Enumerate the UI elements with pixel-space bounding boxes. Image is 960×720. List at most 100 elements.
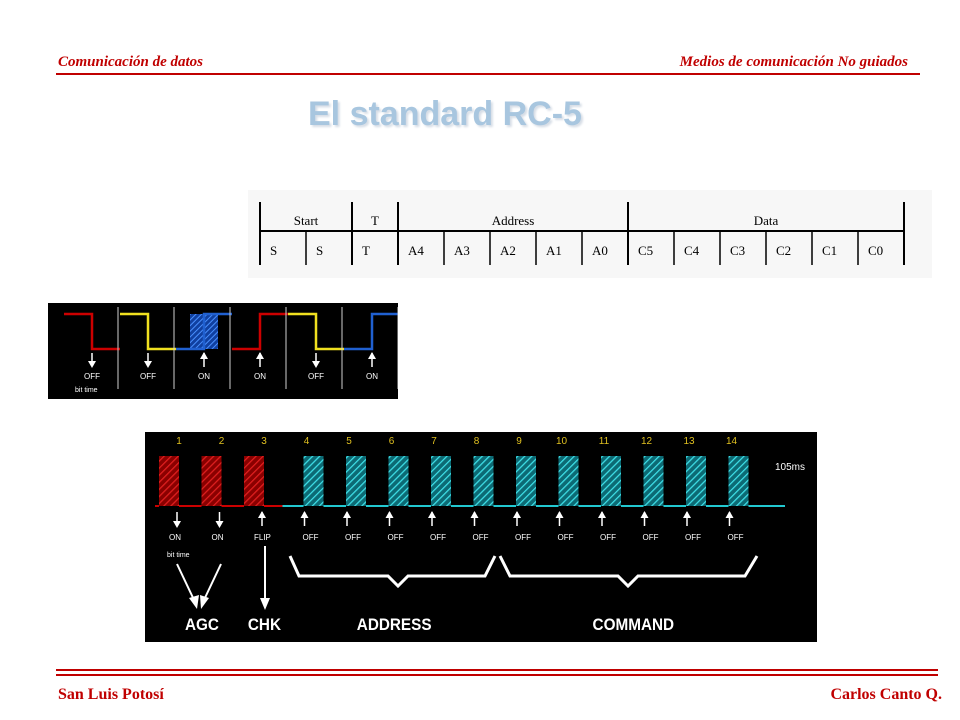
- waveform-bit-label: OFF: [515, 533, 531, 542]
- waveform-arrow-up: [470, 511, 479, 518]
- waveform-arrow-up: [513, 511, 521, 518]
- manchester-bit-time-label: bit time: [75, 387, 98, 394]
- slide-title: El standard RC-5: [308, 95, 582, 133]
- manchester-bit-label: OFF: [140, 372, 156, 381]
- waveform-burst: [201, 456, 222, 506]
- waveform-arrow-down: [215, 521, 224, 528]
- table-bit-cell: C5: [638, 243, 653, 258]
- agc-arrow-head: [200, 595, 209, 609]
- waveform-burst: [558, 456, 579, 506]
- waveform-bit-label: OFF: [473, 533, 489, 542]
- footer-rule-1: [56, 669, 938, 671]
- chk-arrow-head: [260, 598, 270, 610]
- waveform-burst: [686, 456, 706, 506]
- waveform-arrow-down: [173, 521, 181, 528]
- waveform-arrow-up: [725, 511, 734, 518]
- waveform-bit-number: 11: [599, 436, 610, 447]
- waveform-arrow-up: [343, 511, 351, 518]
- waveform-arrow-up: [640, 511, 649, 518]
- manchester-bit-wave: [232, 312, 288, 351]
- agc-arrow-line: [202, 563, 222, 603]
- waveform-arrow-up: [598, 511, 606, 518]
- waveform-burst: [346, 456, 366, 506]
- waveform-bit-number: 10: [556, 436, 568, 447]
- table-bit-cell: C3: [730, 243, 745, 258]
- waveform-bit-number: 3: [261, 436, 267, 447]
- waveform-bit-number: 14: [726, 436, 738, 447]
- manchester-arrow-up: [256, 352, 264, 359]
- waveform-bit-label: FLIP: [254, 533, 271, 542]
- waveform-bit-number: 13: [683, 436, 695, 447]
- waveform-bit-label: OFF: [430, 533, 446, 542]
- waveform-burst: [601, 456, 621, 506]
- header-rule: [56, 73, 920, 75]
- footer-right: Carlos Canto Q.: [830, 686, 942, 703]
- waveform-bit-number: 7: [431, 436, 437, 447]
- waveform-bit-label: OFF: [685, 533, 701, 542]
- waveform-bit-label: ON: [169, 533, 181, 542]
- waveform-bit-label: OFF: [600, 533, 616, 542]
- waveform-burst: [516, 456, 536, 506]
- waveform-burst: [431, 456, 451, 506]
- agc-arrow-line: [176, 563, 196, 603]
- manchester-bit-label: ON: [198, 372, 210, 381]
- waveform-burst: [388, 456, 409, 506]
- waveform-burst: [728, 456, 749, 506]
- table-group-label: Start: [294, 213, 319, 228]
- manchester-bit-wave: [176, 312, 232, 351]
- address-brace: [288, 555, 497, 589]
- waveform-bit-number: 12: [641, 436, 653, 447]
- table-group-label: Address: [492, 213, 535, 228]
- manchester-bit-wave: [288, 312, 344, 351]
- waveform-group-label: COMMAND: [593, 615, 675, 634]
- waveform-bit-number: 6: [389, 436, 395, 447]
- waveform-group-label: CHK: [248, 615, 281, 634]
- waveform-bit-number: 8: [474, 436, 480, 447]
- waveform-bit-label: OFF: [388, 533, 404, 542]
- table-bit-cell: A1: [546, 243, 562, 258]
- waveform-bit-label: OFF: [643, 533, 659, 542]
- manchester-diagram-svg: OFF OFF ON ON OFF ON bit time: [64, 307, 398, 394]
- table-group-label: Data: [754, 213, 779, 228]
- manchester-arrow-down: [144, 361, 152, 368]
- rc5-waveform-svg: 1ON2ON3FLIP4OFF5OFF6OFF7OFF8OFF9OFF10OFF…: [155, 436, 805, 634]
- manchester-bit-label: OFF: [84, 372, 100, 381]
- footer-left: San Luis Potosí: [58, 686, 164, 703]
- waveform-bit-label: OFF: [728, 533, 744, 542]
- waveform-burst: [643, 456, 664, 506]
- table-bit-cell: C4: [684, 243, 700, 258]
- table-bit-cell: C2: [776, 243, 791, 258]
- waveform-bit-label: OFF: [303, 533, 319, 542]
- waveform-bit-number: 2: [219, 436, 225, 447]
- manchester-bit-label: ON: [366, 372, 378, 381]
- header-left: Comunicación de datos: [58, 54, 204, 70]
- table-bit-cell: T: [362, 243, 370, 258]
- manchester-bit-label: ON: [254, 372, 266, 381]
- manchester-bit-wave: [344, 312, 398, 351]
- waveform-burst: [303, 456, 324, 506]
- waveform-bit-label: OFF: [558, 533, 574, 542]
- manchester-arrow-up: [368, 352, 376, 359]
- manchester-bit-wave: [64, 312, 120, 351]
- waveform-arrow-up: [428, 511, 436, 518]
- waveform-group-label: ADDRESS: [357, 615, 432, 634]
- manchester-arrow-down: [312, 361, 320, 368]
- manchester-arrow-up: [200, 352, 208, 359]
- waveform-group-label: AGC: [185, 615, 219, 634]
- manchester-bit-label: OFF: [308, 372, 324, 381]
- table-bit-cell: A4: [408, 243, 424, 258]
- waveform-arrow-up: [683, 511, 691, 518]
- manchester-bit-wave: [120, 312, 176, 351]
- command-brace: [498, 555, 759, 589]
- waveform-burst: [244, 456, 264, 506]
- waveform-bit-time-label: bit time: [167, 552, 190, 559]
- waveform-arrow-up: [555, 511, 564, 518]
- waveform-arrow-up: [258, 511, 266, 518]
- footer-rule-2: [56, 674, 938, 676]
- agc-arrow-head: [189, 595, 199, 609]
- table-bit-cell: S: [270, 243, 277, 258]
- table-bit-cell: S: [316, 243, 323, 258]
